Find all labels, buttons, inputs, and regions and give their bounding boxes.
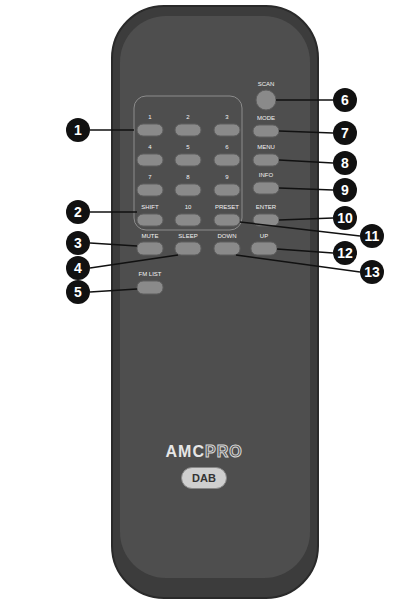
button-label: 5 — [186, 144, 189, 150]
keypad-outline — [134, 96, 242, 230]
brand-logo: PRO — [205, 444, 243, 460]
button-label: SHIFT — [141, 204, 158, 210]
button-label: 3 — [225, 114, 228, 120]
callout-number: 6 — [333, 88, 357, 112]
callout-text: 11 — [365, 228, 380, 244]
callout-number: 11 — [360, 224, 384, 248]
callout-number: 1 — [66, 118, 90, 142]
brand-logo: AMC — [166, 444, 205, 460]
model-badge: DAB — [181, 467, 227, 489]
callout-text: 1 — [74, 122, 82, 138]
button-label: PRESET — [215, 204, 239, 210]
button-label: 2 — [186, 114, 189, 120]
button-label: SLEEP — [178, 233, 197, 239]
callout-text: 5 — [74, 284, 82, 300]
button-label: 8 — [186, 174, 189, 180]
button-label: MENU — [257, 144, 275, 150]
button-label: DOWN — [218, 233, 237, 239]
badge-text: DAB — [192, 472, 216, 484]
callout-number: 5 — [66, 280, 90, 304]
callout-number: 4 — [66, 256, 90, 280]
remote-housing — [112, 6, 318, 598]
button-label: MODE — [257, 115, 275, 121]
callout-number: 3 — [66, 231, 90, 255]
leader-lines — [90, 100, 360, 292]
callout-text: 8 — [341, 155, 349, 171]
callout-text: 3 — [74, 235, 82, 251]
button-label: 1 — [148, 114, 151, 120]
button-label: 4 — [148, 144, 151, 150]
callout-text: 4 — [74, 260, 82, 276]
button-label: FM LIST — [138, 271, 161, 277]
callout-number: 2 — [66, 200, 90, 224]
callout-text: 12 — [337, 245, 353, 261]
callout-number: 13 — [360, 260, 384, 284]
callout-text: 7 — [341, 125, 349, 141]
button-label: 7 — [148, 174, 151, 180]
callout-text: 2 — [74, 204, 82, 220]
callout-text: 10 — [337, 210, 353, 226]
callout-text: 6 — [341, 92, 349, 108]
button-label: 10 — [185, 204, 192, 210]
button-label: SCAN — [258, 81, 275, 87]
button-label: INFO — [259, 172, 273, 178]
button-label: UP — [260, 233, 268, 239]
callout-number: 8 — [333, 151, 357, 175]
button-label: 6 — [225, 144, 228, 150]
button-label: MUTE — [142, 233, 159, 239]
callout-number: 12 — [333, 241, 357, 265]
button-label: 9 — [225, 174, 228, 180]
callout-number: 9 — [333, 178, 357, 202]
callout-text: 9 — [341, 182, 349, 198]
callout-text: 13 — [364, 264, 380, 280]
button-label: ENTER — [256, 204, 276, 210]
buttons — [137, 90, 279, 294]
callout-number: 7 — [333, 121, 357, 145]
callout-number: 10 — [333, 206, 357, 230]
